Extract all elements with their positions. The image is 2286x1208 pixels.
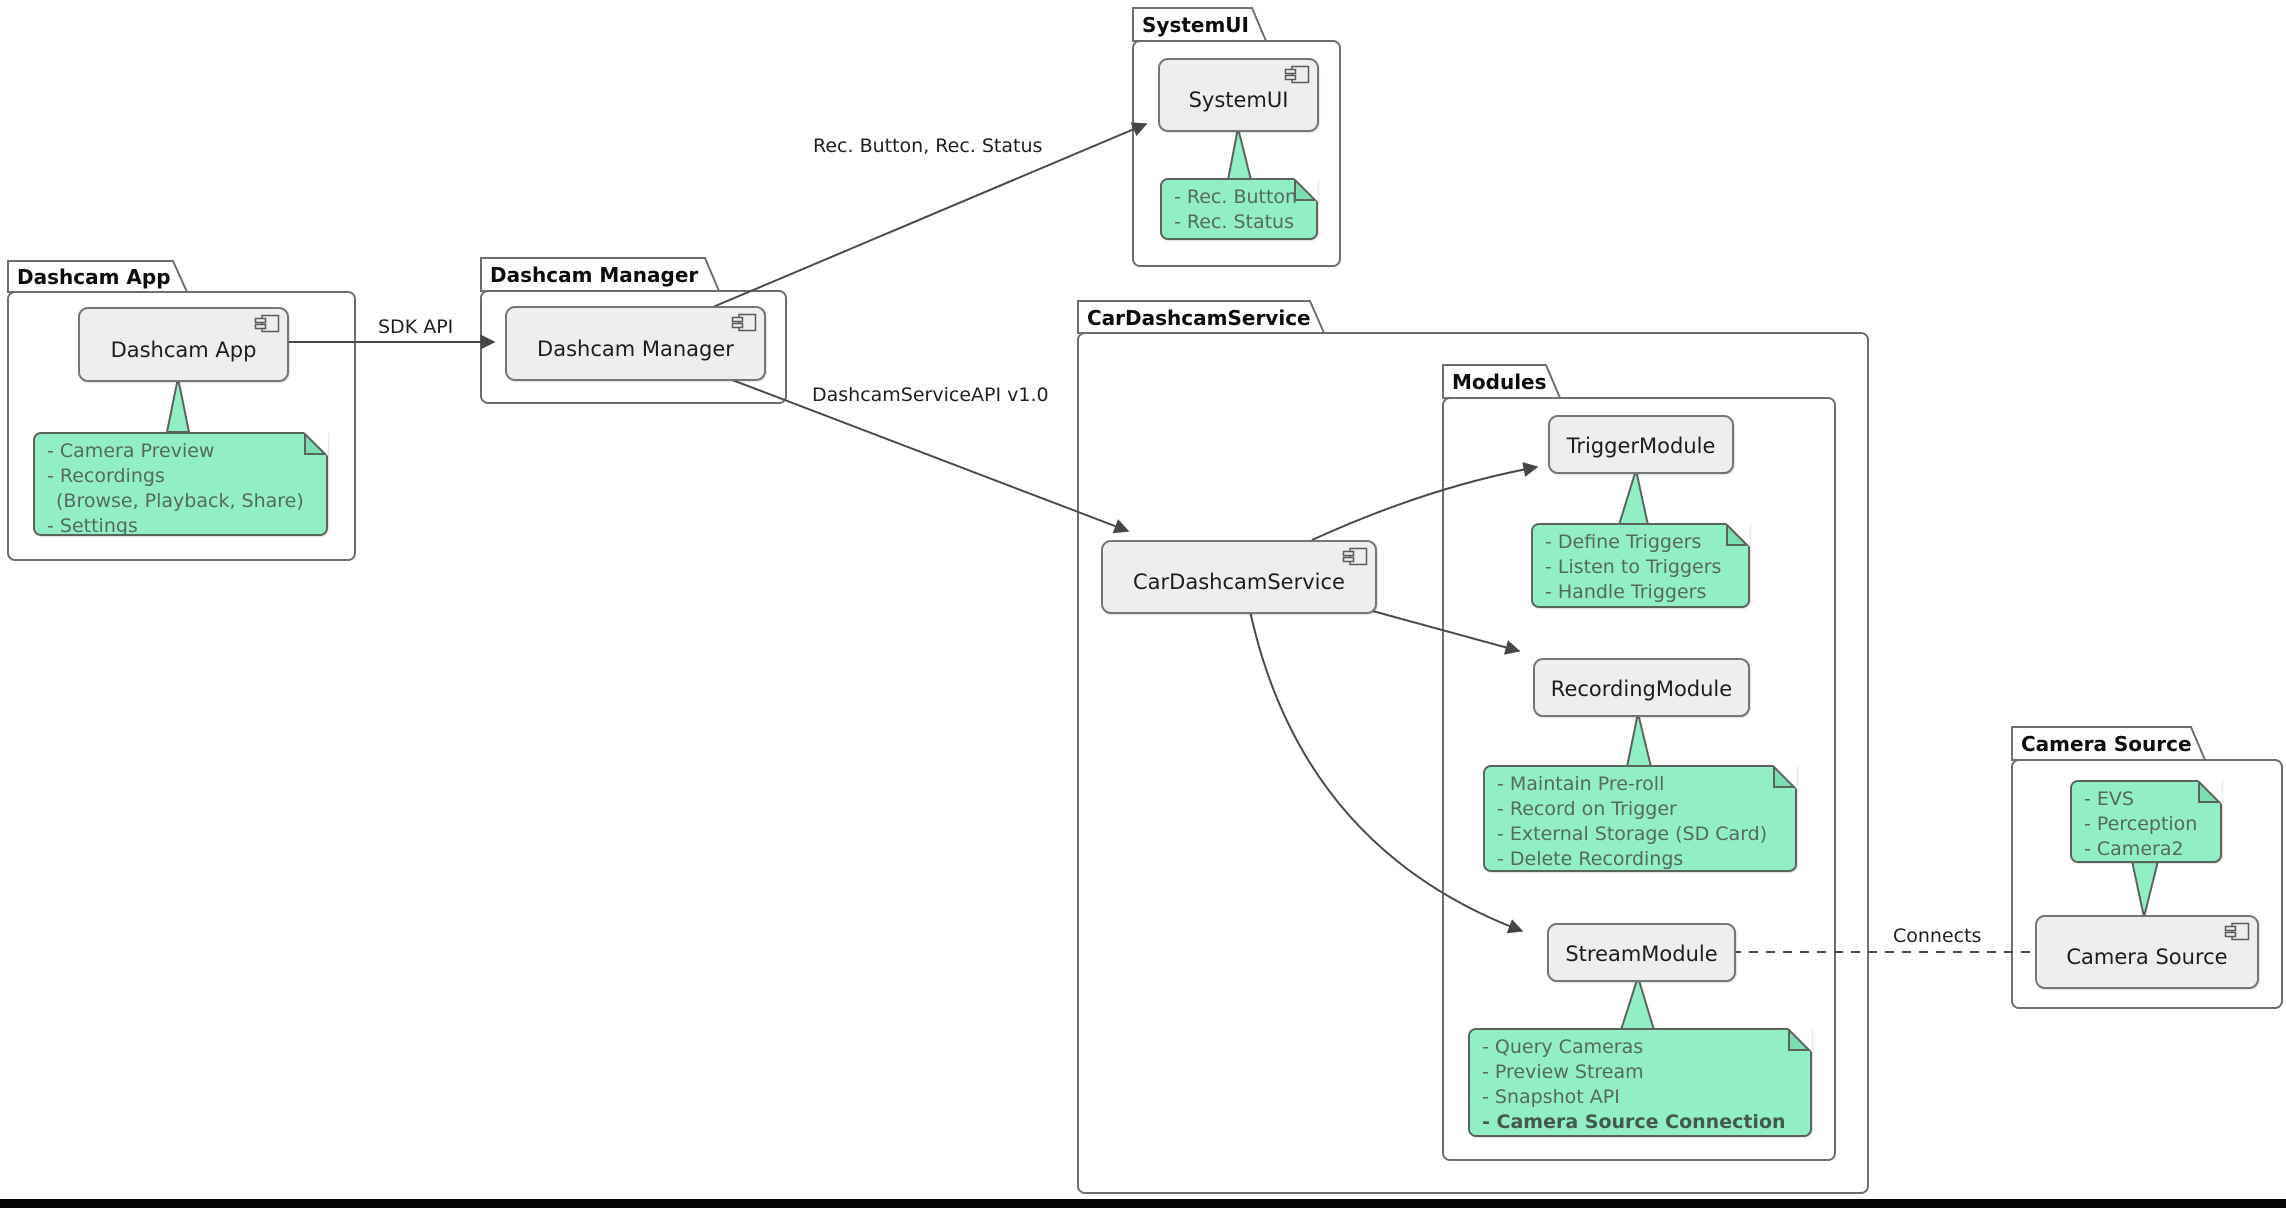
note-fold-icon [1773,766,1796,788]
note-line: - Rec. Status [1174,211,1295,233]
edge-label-rec-button-status: Rec. Button, Rec. Status [813,135,1043,157]
package-label-systemui: SystemUI [1142,13,1249,37]
component-icon [1284,65,1310,84]
note-fold-icon [304,433,327,455]
note-line: - Preview Stream [1482,1061,1644,1083]
note-line: - Camera Preview [47,440,215,462]
edge-service-to-stream [1249,610,1524,934]
note-line: - Maintain Pre-roll [1497,773,1665,795]
bottom-bar [0,1199,2286,1208]
component-label: SystemUI [1188,88,1289,112]
note-stream-module: - Query Cameras - Preview Stream - Snaps… [1468,1028,1812,1137]
note-tails [165,127,2160,1031]
note-line: - Record on Trigger [1497,798,1677,820]
note-camera-source: - EVS - Perception - Camera2 [2070,780,2222,863]
note-fold-icon [1294,179,1317,201]
note-systemui: - Rec. Button - Rec. Status [1160,178,1318,240]
package-label-car-dashcam-service: CarDashcamService [1087,306,1311,330]
note-fold-icon [1788,1029,1811,1051]
note-line-bold: - Camera Source Connection [1482,1111,1786,1133]
note-fold-icon [2198,781,2221,803]
component-icon [731,313,757,332]
note-line: - External Storage (SD Card) [1497,823,1768,845]
note-fold-icon [1726,524,1749,546]
package-label-dashcam-app: Dashcam App [17,265,171,289]
note-line: - Recordings [47,465,165,487]
package-label-camera-source: Camera Source [2021,732,2192,756]
component-label: Dashcam App [110,337,257,362]
component-dashcam-manager: Dashcam Manager [505,306,766,381]
component-label: Camera Source [2066,945,2228,969]
component-icon [254,314,280,333]
note-line: - Settings [47,515,138,537]
component-label: StreamModule [1565,941,1718,966]
note-line: - EVS [2084,788,2134,810]
component-car-dashcam-service: CarDashcamService [1101,540,1377,614]
edge-label-connects: Connects [1893,925,1982,947]
component-icon [1342,547,1368,566]
note-line: - Camera2 [2084,838,2184,860]
component-label: CarDashcamService [1133,570,1345,594]
edge-label-sdk-api: SDK API [378,316,454,338]
edges [285,122,2034,953]
note-line: - Handle Triggers [1545,581,1707,603]
component-stream-module: StreamModule [1547,923,1736,982]
note-line: - Delete Recordings [1497,848,1684,870]
note-line: - Listen to Triggers [1545,556,1722,578]
component-label: RecordingModule [1550,676,1733,701]
component-dashcam-app: Dashcam App [78,307,289,382]
component-label: TriggerModule [1566,433,1716,458]
note-line: (Browse, Playback, Share) [56,490,304,512]
edge-manager-to-service [726,377,1130,534]
note-recording-module: - Maintain Pre-roll - Record on Trigger … [1483,765,1797,872]
component-systemui: SystemUI [1158,58,1319,132]
component-trigger-module: TriggerModule [1548,415,1734,474]
note-line: - Query Cameras [1482,1036,1644,1058]
note-line: - Rec. Button [1174,186,1298,208]
note-line: - Perception [2084,813,2198,835]
note-line: - Snapshot API [1482,1086,1620,1108]
edge-service-to-trigger [1311,462,1539,541]
component-camera-source: Camera Source [2035,915,2259,989]
note-trigger-module: - Define Triggers - Listen to Triggers -… [1531,523,1750,608]
note-dashcam-app: - Camera Preview - Recordings (Browse, P… [33,432,328,537]
component-label: Dashcam Manager [537,336,734,361]
component-recording-module: RecordingModule [1533,658,1750,717]
edge-label-dashcam-service-api: DashcamServiceAPI v1.0 [812,384,1049,406]
edge-service-to-recording [1357,606,1521,655]
package-label-dashcam-manager: Dashcam Manager [490,263,699,287]
component-icon [2224,922,2250,941]
package-label-modules: Modules [1452,370,1547,394]
note-line: - Define Triggers [1545,531,1702,553]
edge-manager-to-systemui [712,122,1148,308]
